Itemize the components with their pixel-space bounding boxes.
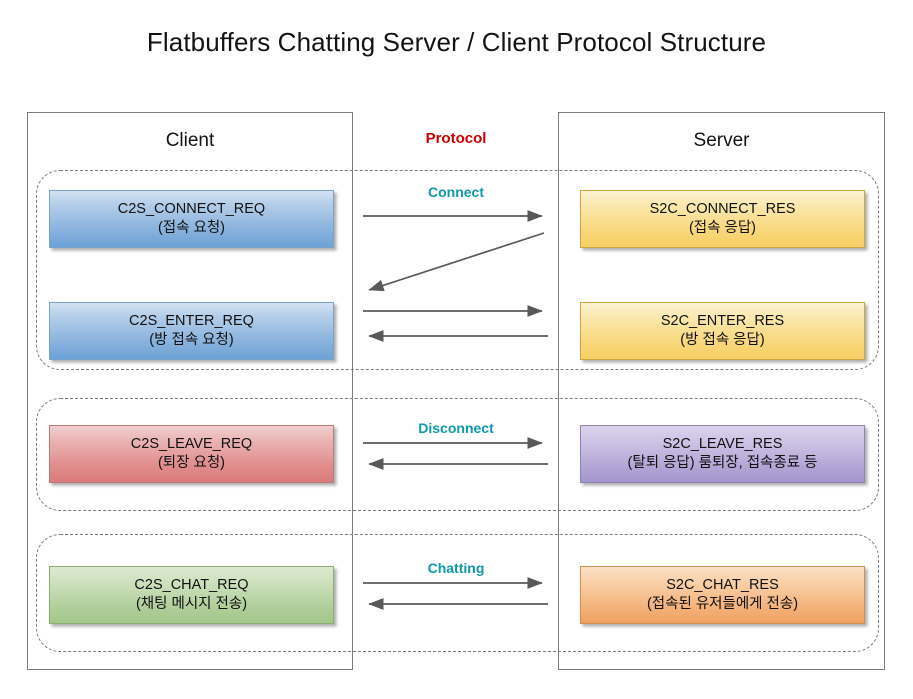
- message-code: C2S_LEAVE_REQ: [130, 435, 253, 452]
- message-desc: (채팅 메시지 전송): [135, 596, 248, 612]
- message-code: C2S_CHAT_REQ: [134, 576, 249, 593]
- message-desc: (접속 요청): [157, 220, 226, 236]
- message-desc: (접속된 유저들에게 전송): [646, 596, 799, 612]
- message-desc: (퇴장 요청): [157, 455, 226, 471]
- message-box-s2c-connect-res[interactable]: S2C_CONNECT_RES (접속 응답): [580, 190, 865, 248]
- message-box-s2c-chat-res[interactable]: S2C_CHAT_RES (접속된 유저들에게 전송): [580, 566, 865, 624]
- message-box-s2c-enter-res[interactable]: S2C_ENTER_RES (방 접속 응답): [580, 302, 865, 360]
- protocol-column-title: Protocol: [425, 130, 487, 147]
- message-desc: (접속 응답): [688, 220, 757, 236]
- message-box-c2s-chat-req[interactable]: C2S_CHAT_REQ (채팅 메시지 전송): [49, 566, 334, 624]
- phase-label-disconnect: Disconnect: [418, 420, 494, 436]
- client-column-title: Client: [165, 130, 215, 151]
- message-desc: (방 접속 응답): [680, 332, 765, 348]
- message-code: S2C_ENTER_RES: [660, 312, 785, 329]
- page-title: Flatbuffers Chatting Server / Client Pro…: [146, 27, 767, 57]
- message-code: S2C_LEAVE_RES: [662, 435, 783, 452]
- server-column-title: Server: [693, 130, 750, 151]
- arrow-connect-res-diagonal: [368, 232, 545, 292]
- message-box-c2s-leave-req[interactable]: C2S_LEAVE_REQ (퇴장 요청): [49, 425, 334, 483]
- phase-label-chatting: Chatting: [427, 560, 485, 576]
- message-code: C2S_ENTER_REQ: [129, 312, 254, 329]
- message-box-c2s-connect-req[interactable]: C2S_CONNECT_REQ (접속 요청): [49, 190, 334, 248]
- message-code: S2C_CHAT_RES: [666, 576, 779, 593]
- message-desc: (탈퇴 응답) 룸퇴장, 접속종료 등: [627, 455, 818, 471]
- message-box-s2c-leave-res[interactable]: S2C_LEAVE_RES (탈퇴 응답) 룸퇴장, 접속종료 등: [580, 425, 865, 483]
- phase-label-connect: Connect: [428, 184, 484, 200]
- message-code: S2C_CONNECT_RES: [649, 200, 796, 217]
- message-box-c2s-enter-req[interactable]: C2S_ENTER_REQ (방 접속 요청): [49, 302, 334, 360]
- message-desc: (방 접속 요청): [149, 332, 234, 348]
- message-code: C2S_CONNECT_REQ: [117, 200, 266, 217]
